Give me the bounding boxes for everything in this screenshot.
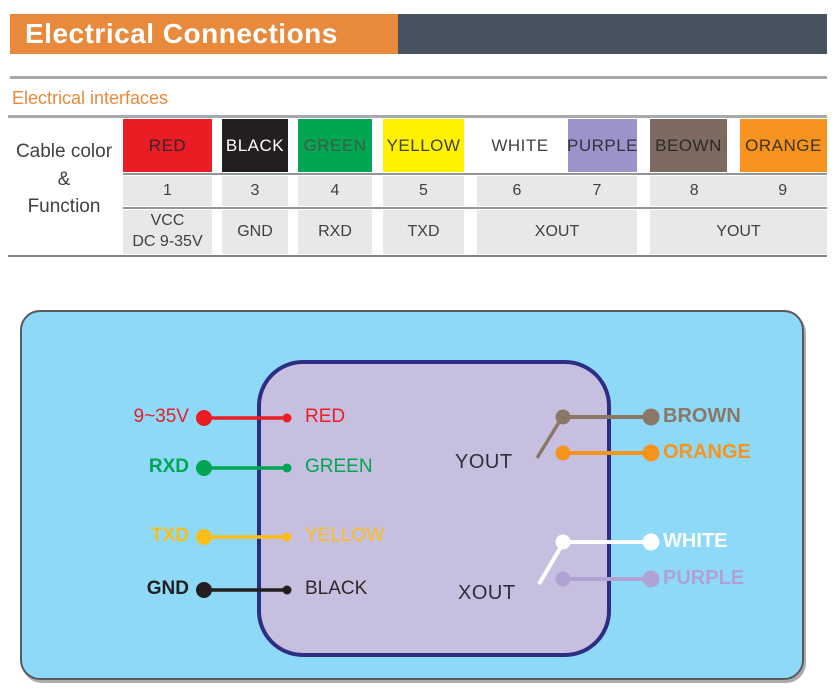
wire-label-black: BLACK (305, 578, 368, 599)
function-cell-vcc: VCC DC 9-35V (123, 210, 212, 254)
table-divider-1 (123, 173, 827, 175)
port-label-xout: XOUT (458, 582, 516, 604)
yellow-pin-dot (282, 532, 292, 542)
pin-cell-8-9: 8 9 (650, 176, 827, 206)
pin-cell-4: 4 (298, 176, 372, 206)
brown-terminal-dot (642, 408, 660, 426)
wire-label-yellow: YELLOW (305, 525, 385, 546)
xout-switch-lever (537, 543, 564, 586)
yout-switch-lever (535, 418, 563, 459)
function-cell-yout: YOUT (650, 210, 827, 254)
color-cell-beown: BEOWN (650, 119, 727, 172)
wiring-lines (196, 408, 660, 598)
function-cell-gnd: GND (222, 210, 288, 254)
wiring-diagram: 9~35V RXD TXD GND RED GREEN YELLOW BLACK… (20, 310, 804, 680)
purple-terminal-dot (642, 570, 660, 588)
wire-label-green: GREEN (305, 456, 373, 477)
pin-7: 7 (592, 182, 602, 199)
color-cell-white: WHITE (477, 119, 563, 172)
title-banner-accent (398, 14, 827, 54)
color-cell-green: GREEN (298, 119, 372, 172)
white-terminal-dot (642, 533, 660, 551)
section-title: Electrical interfaces (12, 88, 169, 108)
signal-label-gnd: GND (146, 578, 189, 599)
port-label-yout: YOUT (455, 451, 513, 473)
yellow-terminal-dot (196, 529, 212, 545)
pin-cell-1: 1 (123, 176, 212, 206)
signal-label-rxd: RXD (148, 456, 189, 477)
wire-label-purple: PURPLE (663, 567, 745, 589)
white-contact-dot (555, 534, 571, 550)
color-cell-orange: ORANGE (740, 119, 827, 172)
signal-label-power: 9~35V (133, 406, 189, 427)
section-divider (8, 115, 827, 118)
color-cell-black: BLACK (222, 119, 288, 172)
title-banner: Electrical Connections (10, 14, 398, 54)
pin-9: 9 (778, 182, 788, 199)
black-terminal-dot (196, 582, 212, 598)
pin-cell-5: 5 (383, 176, 464, 206)
row-header-line3: Function (27, 196, 101, 218)
purple-contact-dot (555, 571, 571, 587)
wire-label-red: RED (305, 406, 346, 427)
color-cell-purple: PURPLE (567, 119, 638, 172)
wire-label-white: WHITE (663, 530, 728, 552)
row-header-line2: & (57, 168, 71, 190)
red-terminal-dot (196, 410, 212, 426)
function-vcc-line1: VCC (150, 212, 185, 230)
function-vcc-line2: DC 9-35V (132, 233, 203, 250)
pin-6: 6 (512, 182, 522, 199)
orange-contact-dot (555, 445, 571, 461)
function-cell-xout: XOUT (477, 210, 637, 254)
header-divider (10, 76, 827, 79)
pin-cell-3: 3 (222, 176, 288, 206)
red-pin-dot (282, 413, 292, 423)
wire-label-brown: BROWN (663, 405, 741, 427)
function-cell-rxd: RXD (298, 210, 372, 254)
color-cell-yellow: YELLOW (383, 119, 464, 172)
pin-8: 8 (689, 182, 699, 199)
green-pin-dot (282, 463, 292, 473)
pin-cell-6-7: 6 7 (477, 176, 637, 206)
wire-label-orange-wire: ORANGE (663, 441, 751, 463)
sensor-device-outline (257, 360, 611, 657)
row-header-line1: Cable color (15, 141, 113, 163)
function-cell-txd: TXD (383, 210, 464, 254)
table-bottom-border (8, 255, 827, 257)
color-cell-red: RED (123, 119, 212, 172)
page-title: Electrical Connections (25, 18, 338, 49)
table-row-header: Cable color & Function (8, 119, 120, 254)
brown-contact-dot (555, 409, 571, 425)
signal-label-txd: TXD (151, 525, 189, 546)
green-terminal-dot (196, 460, 212, 476)
table-divider-2 (123, 207, 827, 209)
black-pin-dot (282, 585, 292, 595)
orange-terminal-dot (642, 444, 660, 462)
